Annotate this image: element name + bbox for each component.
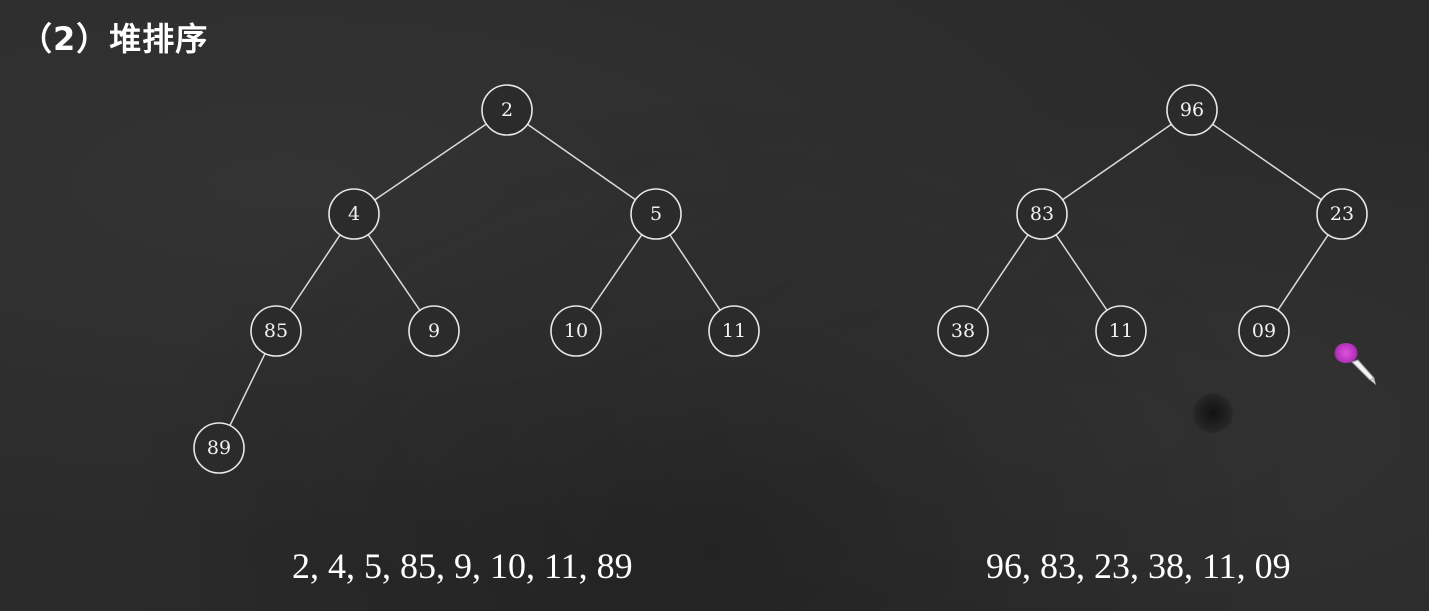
svg-text:10: 10 [564,320,588,342]
edge-96-23 [1191,109,1343,215]
left-node-11: 11 [708,305,760,357]
pointer-highlight [1334,343,1358,363]
svg-text:11: 11 [722,320,746,342]
right-sequence: 96, 83, 23, 38, 11, 09 [986,546,1291,586]
svg-text:09: 09 [1252,320,1276,342]
svg-text:11: 11 [1109,320,1133,342]
svg-text:96: 96 [1180,99,1204,121]
left-sequence: 2, 4, 5, 85, 9, 10, 11, 89 [292,546,633,586]
svg-text:5: 5 [650,203,662,225]
right-node-09: 09 [1238,305,1290,357]
chalk-smudge [1192,393,1234,433]
right-node-23: 23 [1316,188,1368,240]
left-node-89: 89 [193,422,245,474]
left-tree-edges [218,109,735,449]
edge-96-83 [1041,109,1193,215]
edge-2-4 [353,109,508,215]
svg-text:4: 4 [348,203,360,225]
right-node-96: 96 [1166,84,1218,136]
right-node-38: 38 [937,305,989,357]
edge-2-5 [506,109,657,215]
svg-text:38: 38 [951,320,975,342]
svg-text:89: 89 [207,437,231,459]
left-node-5: 5 [630,188,682,240]
left-node-9: 9 [408,305,460,357]
left-tree-nodes: 2 4 5 85 9 10 11 89 [193,84,760,474]
left-node-4: 4 [328,188,380,240]
right-node-11: 11 [1095,305,1147,357]
right-tree-nodes: 96 83 23 38 11 09 [937,84,1368,357]
svg-text:85: 85 [264,320,288,342]
left-node-2: 2 [481,84,533,136]
svg-text:9: 9 [428,320,440,342]
page-title: （2）堆排序 [20,20,209,58]
svg-text:2: 2 [501,99,513,121]
svg-text:83: 83 [1030,203,1054,225]
left-node-85: 85 [250,305,302,357]
left-node-10: 10 [550,305,602,357]
right-node-83: 83 [1016,188,1068,240]
pen-pointer-icon [1351,359,1376,385]
svg-text:23: 23 [1330,203,1354,225]
